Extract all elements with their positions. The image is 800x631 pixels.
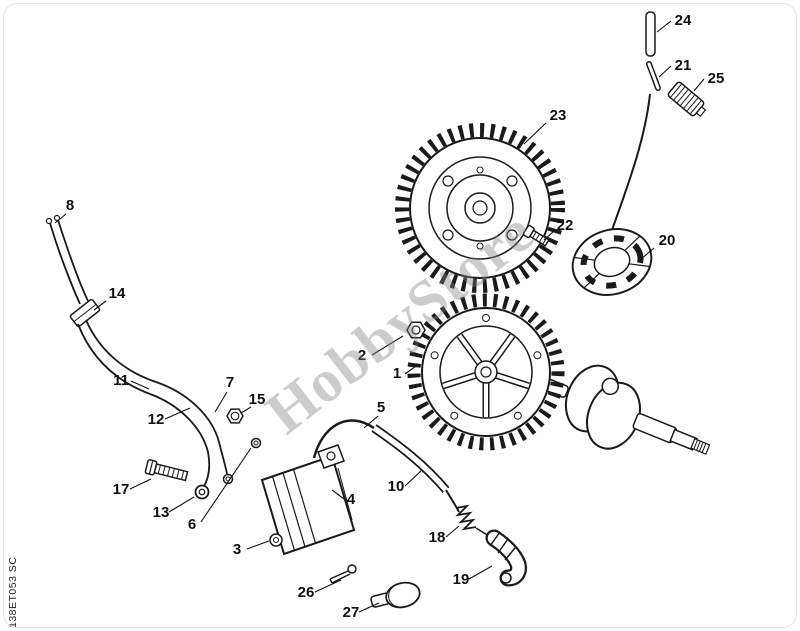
callout-5: 5 <box>377 399 385 416</box>
part-26-clip <box>329 564 357 584</box>
part-17-screw <box>144 459 189 482</box>
callout-27: 27 <box>343 604 360 621</box>
leader-4 <box>331 489 345 500</box>
leader-20 <box>639 247 655 261</box>
part-18-spring <box>455 504 493 539</box>
callout-18: 18 <box>429 529 446 546</box>
callout-6: 6 <box>188 516 196 533</box>
leader-7 <box>214 391 228 413</box>
callout-22: 22 <box>557 217 574 234</box>
leader-19 <box>468 565 493 580</box>
part-6-washer <box>250 437 262 449</box>
diagram-code: 138ET053 SC <box>7 556 19 628</box>
wire-eyelet <box>222 473 234 485</box>
wire-11-lower <box>77 323 211 489</box>
leader-15 <box>240 406 252 414</box>
leader-3 <box>246 540 270 550</box>
leader-26 <box>314 579 342 593</box>
part-22-screw <box>522 224 550 247</box>
callout-19: 19 <box>453 571 470 588</box>
part-wire-harness <box>45 214 234 500</box>
part-27-grommet <box>370 581 421 609</box>
wire-12-lower <box>85 319 228 475</box>
part-13-ring-terminal <box>194 484 210 500</box>
callout-11: 11 <box>113 372 129 389</box>
leader-11 <box>130 380 150 390</box>
leader-24 <box>656 20 672 33</box>
callout-3: 3 <box>233 541 241 558</box>
part-magneto-lead-wire <box>611 93 651 231</box>
leader-1 <box>404 365 417 375</box>
part-23-flywheel <box>395 123 565 293</box>
callout-15: 15 <box>249 391 266 408</box>
part-1-flywheel <box>407 293 565 451</box>
part-14-connector <box>69 298 101 328</box>
callout-25: 25 <box>708 70 725 87</box>
leader-10 <box>404 469 423 487</box>
callout-14: 14 <box>109 285 126 302</box>
leader-5 <box>363 415 379 429</box>
wire-8-upper-b <box>57 219 89 302</box>
leader-2 <box>371 335 404 356</box>
leader-8 <box>54 213 67 224</box>
part-crankshaft <box>525 364 711 455</box>
leader-lines <box>54 20 705 613</box>
callout-26: 26 <box>298 584 315 601</box>
leader-22 <box>543 230 555 241</box>
callout-23: 23 <box>550 107 567 124</box>
leader-27 <box>358 602 380 613</box>
callout-2: 2 <box>358 347 366 364</box>
leader-21 <box>658 65 672 78</box>
part-19-plug-boot <box>485 529 527 587</box>
part-15-nut <box>226 408 244 424</box>
callout-21: 21 <box>675 57 692 74</box>
leader-23 <box>523 122 547 145</box>
callout-10: 10 <box>388 478 405 495</box>
callout-8: 8 <box>66 197 74 214</box>
callout-1: 1 <box>393 365 401 382</box>
leader-14 <box>93 300 107 311</box>
part-20-magneto-ring <box>571 228 653 296</box>
callout-13: 13 <box>153 504 170 521</box>
leader-17 <box>129 478 152 490</box>
part-25-knurled-terminal <box>667 81 707 118</box>
leader-18 <box>445 525 460 538</box>
callout-labels: 24 21 25 23 22 20 8 14 2 1 11 7 12 15 5 … <box>66 12 725 621</box>
callout-24: 24 <box>675 12 692 29</box>
part-5-ignition-lead <box>312 419 460 513</box>
part-24-pin <box>645 11 656 57</box>
leader-25 <box>693 78 705 92</box>
callout-7: 7 <box>226 374 234 391</box>
wire-8-upper-a <box>49 222 81 305</box>
leader-12 <box>164 407 191 420</box>
part-4-module-tab <box>317 444 345 469</box>
callout-17: 17 <box>113 481 130 498</box>
leader-6 <box>200 447 252 523</box>
callout-12: 12 <box>148 411 165 428</box>
part-21-pin <box>646 61 661 91</box>
part-3-ignition-module <box>260 444 356 556</box>
callout-20: 20 <box>659 232 676 249</box>
part-2-nut <box>406 321 426 339</box>
flywheel-spokes-fill <box>442 334 530 417</box>
leader-13 <box>168 496 195 513</box>
callout-4: 4 <box>347 491 356 508</box>
